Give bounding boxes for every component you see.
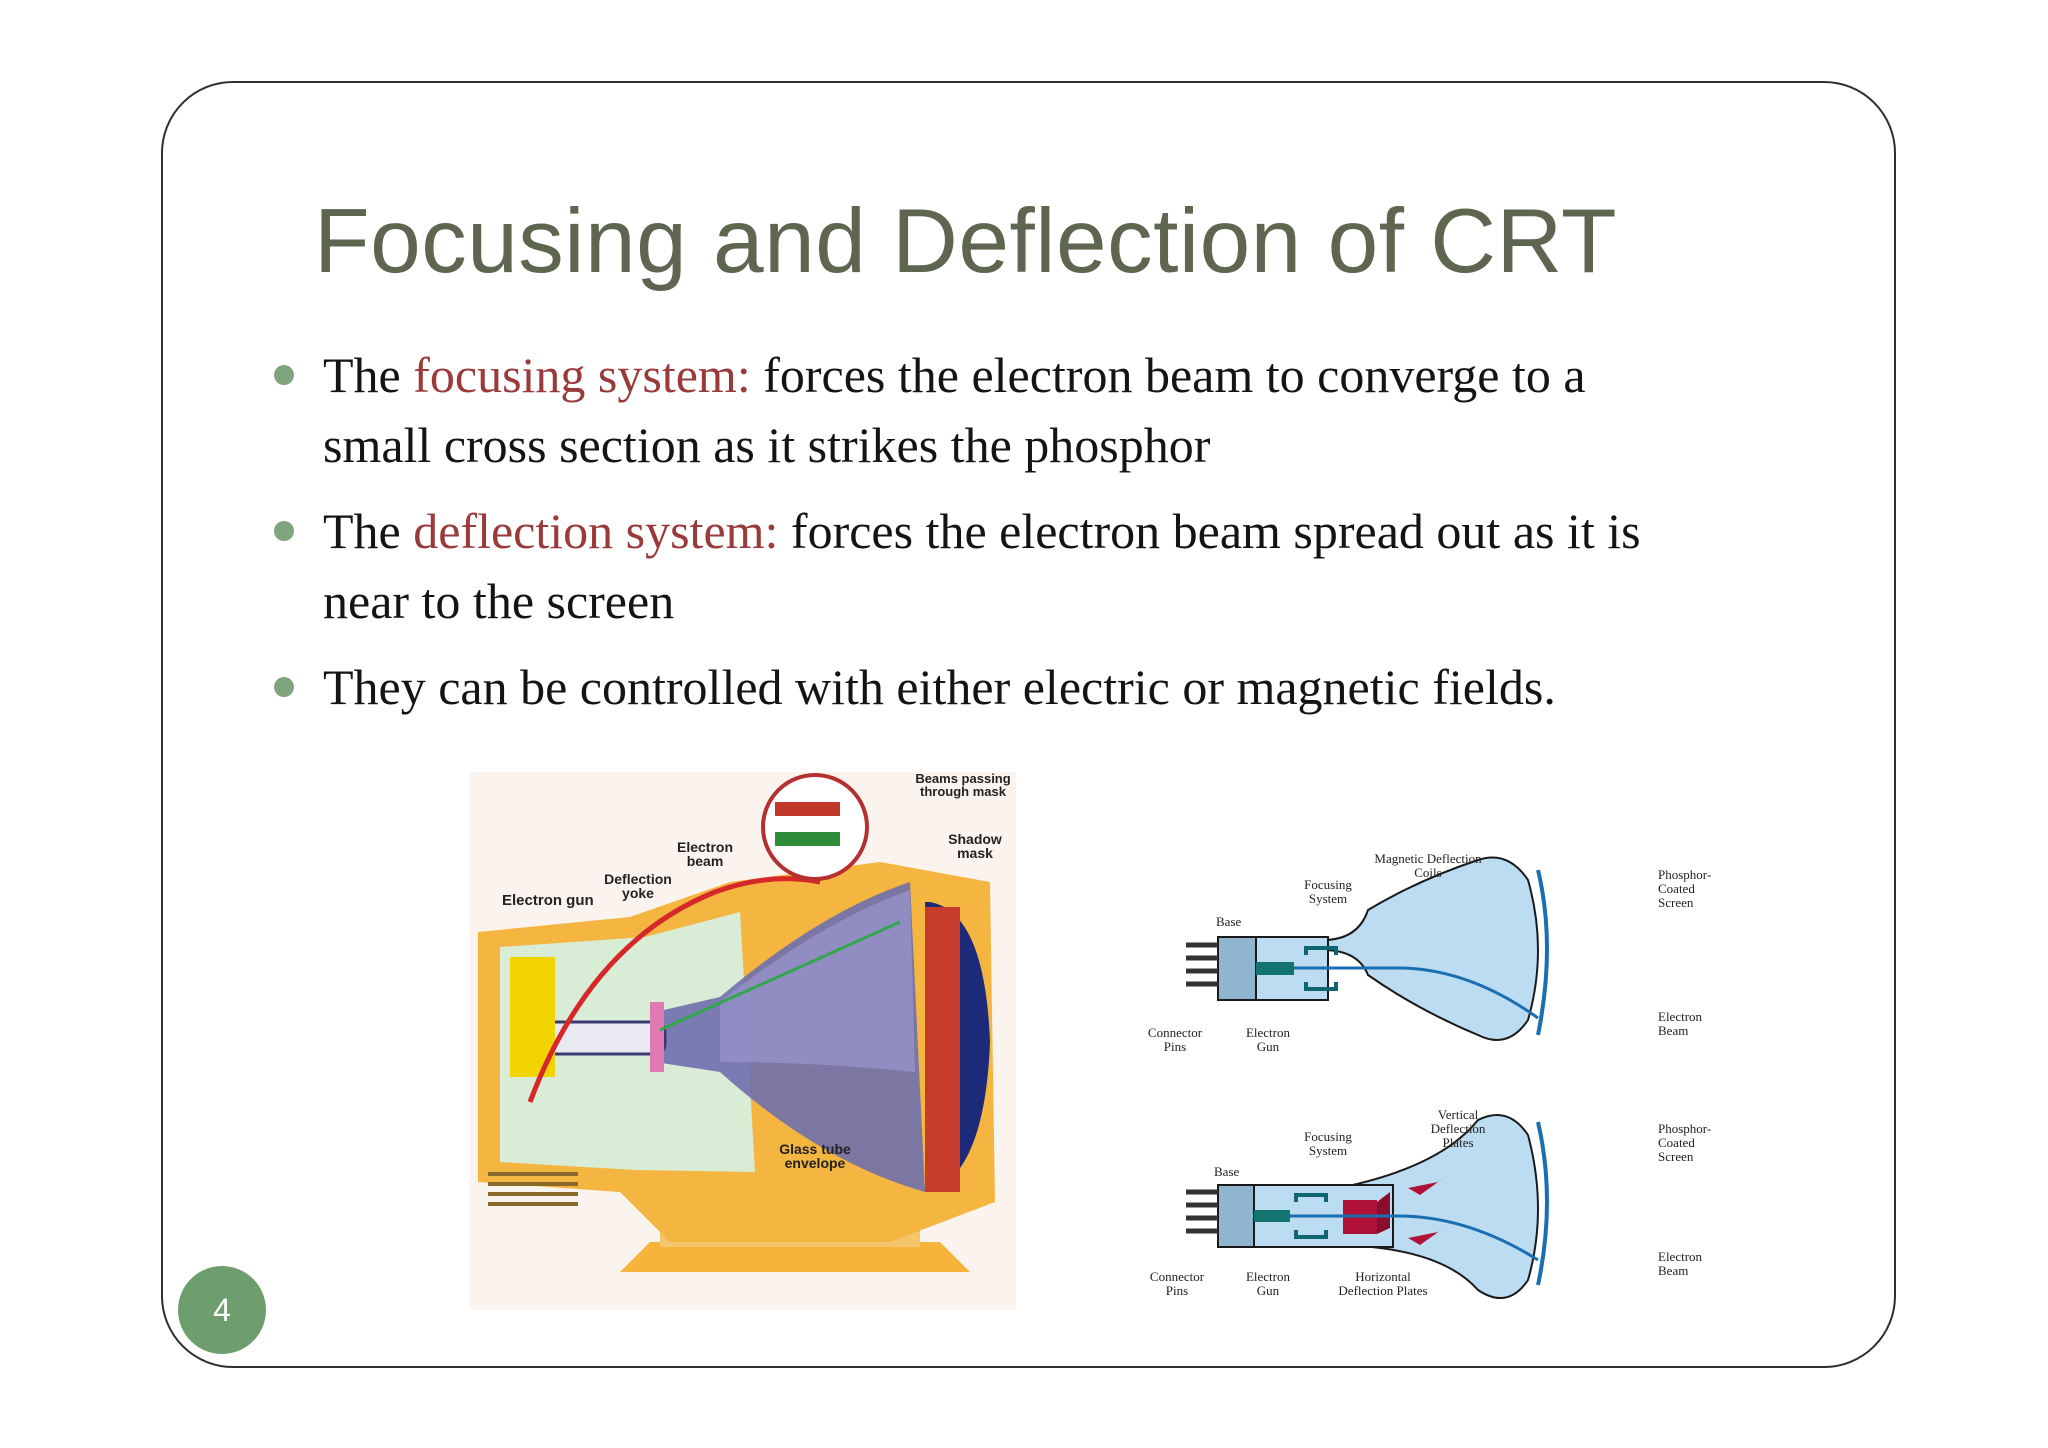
electron-beam-top <box>1294 966 1539 1020</box>
label-horizontal-plates: Horizontal Deflection Plates <box>1338 1270 1428 1298</box>
bullet-text-post: forces the electron beam spread out as i… <box>323 503 1641 629</box>
label-glass-tube-wrap: Glass tube envelope <box>779 1142 851 1171</box>
electron-gun-top <box>1256 962 1294 975</box>
label-base-bottom: Base <box>1214 1164 1240 1179</box>
label-base-top: Base <box>1216 914 1242 929</box>
label-electron-beam-wrap: Electron beam <box>676 840 733 869</box>
glass-tube-highlight <box>720 890 915 1072</box>
label-focusing-bottom: Focusing System <box>1304 1130 1352 1158</box>
bullet-list: The focusing system: forces the electron… <box>268 340 1698 738</box>
vent-grille <box>488 1172 578 1206</box>
label-phosphor-top: Phosphor- Coated Screen <box>1658 868 1712 910</box>
bullet-dot-icon <box>274 677 294 697</box>
label-deflection-yoke-wrap: Deflection yoke <box>604 872 672 901</box>
bullet-dot-icon <box>274 521 294 541</box>
focusing-coils-top <box>1304 946 1338 991</box>
bullet-text-post: They can be controlled with either elect… <box>323 659 1556 715</box>
label-beam-bottom: Electron Beam <box>1658 1250 1703 1278</box>
bullet-text-post: forces the electron beam to converge to … <box>323 347 1586 473</box>
label-magnetic-coils: Magnetic Deflection Coils <box>1374 852 1482 880</box>
label-beam-top: Electron Beam <box>1658 1010 1703 1038</box>
label-beams-passing: Beams passing through mask <box>915 772 1011 799</box>
inset-red-beam <box>775 802 840 816</box>
label-focusing-top: Focusing System <box>1304 878 1352 906</box>
phosphor-screen-bottom <box>1536 1121 1549 1286</box>
label-shadow-mask-wrap: Shadow mask <box>948 832 1002 861</box>
focusing-plates-bottom <box>1294 1193 1328 1239</box>
crt-tube-diagrams: Magnetic Deflection Coils Focusing Syste… <box>1147 852 1712 1299</box>
label-connector-bottom: Connector Pins <box>1149 1270 1205 1298</box>
label-shadow-mask: Shadow mask <box>948 832 1002 861</box>
label-connector-top: Connector Pins <box>1147 1026 1203 1054</box>
bullet-item: The focusing system: forces the electron… <box>268 340 1698 480</box>
label-vertical-plates: Vertical Deflection Plates <box>1430 1108 1486 1150</box>
bullet-highlight: deflection system: <box>413 503 779 559</box>
bullet-item: They can be controlled with either elect… <box>268 652 1698 722</box>
connector-pins-top <box>1186 942 1218 987</box>
label-electron-gun: Electron gun <box>502 892 594 909</box>
deflection-yoke <box>650 1002 664 1072</box>
electron-beam-wire <box>527 876 821 1103</box>
crt-monitor-cutaway-illustration: Electron gun Deflection yoke Electron be… <box>470 772 1016 1310</box>
tube-base-bottom <box>1217 1184 1255 1248</box>
bullet-dot-icon <box>274 365 294 385</box>
electron-gun-bottom <box>1254 1210 1290 1222</box>
mask-detail-inset <box>761 773 869 881</box>
monitor-stand <box>620 1242 970 1272</box>
page-number-badge: 4 <box>178 1266 266 1354</box>
bullet-text-pre: The <box>323 503 414 559</box>
label-phosphor-bottom: Phosphor- Coated Screen <box>1658 1122 1712 1164</box>
shadow-mask <box>925 907 960 1192</box>
slide-frame <box>161 81 1896 1368</box>
label-deflection-yoke: Deflection yoke <box>604 872 672 901</box>
label-gun-bottom: Electron Gun <box>1245 1270 1291 1298</box>
connector-pins-bottom <box>1186 1189 1218 1234</box>
bullet-highlight: focusing system: <box>413 347 751 403</box>
label-electron-beam: Electron beam <box>676 840 733 869</box>
slide-title: Focusing and Deflection of CRT <box>314 191 1618 292</box>
vertical-plate-lower <box>1408 1225 1448 1245</box>
tube-base-top <box>1217 936 1257 1001</box>
label-glass-tube: Glass tube envelope <box>779 1142 851 1171</box>
electrostatic-deflection-diagram: Focusing System Vertical Deflection Plat… <box>1149 1108 1712 1299</box>
magnetic-deflection-diagram: Magnetic Deflection Coils Focusing Syste… <box>1147 852 1712 1054</box>
bullet-text-pre: The <box>323 347 414 403</box>
vertical-plate-upper <box>1408 1175 1448 1195</box>
bullet-item: The deflection system: forces the electr… <box>268 496 1698 636</box>
phosphor-screen-top <box>1536 869 1549 1036</box>
tube-outline-top <box>1217 856 1539 1041</box>
label-beams-passing-wrap: Beams passing through mask <box>915 772 1011 799</box>
electron-beam-line <box>659 920 901 1032</box>
electron-beam-bottom <box>1290 1214 1539 1262</box>
horizontal-plates-side <box>1377 1192 1390 1234</box>
label-gun-top: Electron Gun <box>1245 1026 1291 1054</box>
inset-green-beam <box>775 832 840 846</box>
tube-outline-bottom <box>1327 1114 1539 1299</box>
